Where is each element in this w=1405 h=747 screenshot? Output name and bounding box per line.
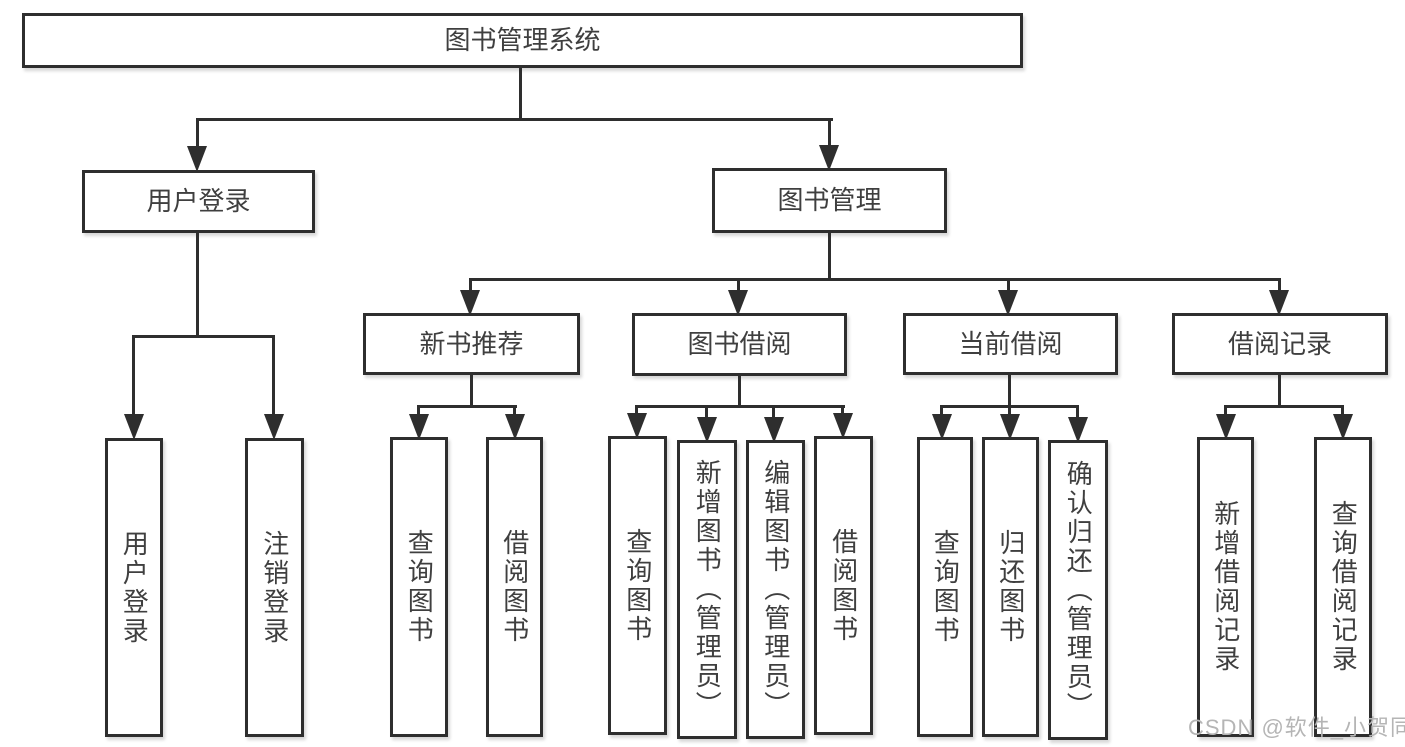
connector-line bbox=[772, 405, 775, 417]
connector-line bbox=[196, 118, 833, 121]
connector-line bbox=[469, 278, 1281, 281]
connector-line bbox=[1224, 405, 1227, 417]
arrow-down-icon bbox=[1333, 414, 1353, 440]
connector-line bbox=[738, 376, 741, 408]
leaf-cb-confirm-return-admin: 确认归还（管理员） bbox=[1048, 440, 1108, 740]
connector-line bbox=[828, 118, 831, 148]
connector-line bbox=[705, 405, 708, 417]
connector-line bbox=[196, 118, 199, 150]
watermark: CSDN @软件_小贺同学 bbox=[1188, 715, 1405, 740]
connector-line bbox=[272, 335, 275, 417]
leaf-nr-query-book: 查询图书 bbox=[390, 437, 448, 737]
arrow-down-icon bbox=[833, 413, 853, 439]
arrow-down-icon bbox=[460, 290, 480, 316]
arrow-down-icon bbox=[819, 145, 839, 171]
connector-line bbox=[1008, 375, 1011, 408]
connector-line bbox=[196, 231, 199, 337]
arrow-down-icon bbox=[1269, 290, 1289, 316]
connector-line bbox=[1076, 405, 1079, 417]
arrow-down-icon bbox=[409, 414, 429, 440]
leaf-bb-query-book: 查询图书 bbox=[608, 436, 667, 735]
connector-line bbox=[417, 405, 420, 417]
node-user-login: 用户登录 bbox=[82, 170, 315, 233]
leaf-bb-borrow-book: 借阅图书 bbox=[814, 436, 873, 735]
leaf-bb-add-book-admin: 新增图书（管理员） bbox=[677, 440, 737, 739]
node-library-system: 图书管理系统 bbox=[22, 13, 1023, 68]
node-borrowing-records: 借阅记录 bbox=[1172, 313, 1388, 375]
connector-line bbox=[828, 231, 831, 280]
arrow-down-icon bbox=[764, 417, 784, 443]
leaf-br-add-record: 新增借阅记录 bbox=[1197, 437, 1254, 737]
connector-line bbox=[519, 68, 522, 121]
connector-line bbox=[635, 405, 638, 417]
node-new-book-recommend: 新书推荐 bbox=[363, 313, 580, 375]
arrow-down-icon bbox=[697, 417, 717, 443]
arrow-down-icon bbox=[1216, 414, 1236, 440]
connector-line bbox=[1278, 375, 1281, 408]
connector-line bbox=[132, 335, 275, 338]
arrow-down-icon bbox=[187, 146, 207, 172]
arrow-down-icon bbox=[264, 414, 284, 440]
leaf-nr-borrow-book: 借阅图书 bbox=[486, 437, 543, 737]
arrow-down-icon bbox=[998, 290, 1018, 316]
connector-line bbox=[132, 335, 135, 417]
connector-line bbox=[470, 375, 473, 408]
connector-line bbox=[1008, 405, 1011, 417]
arrow-down-icon bbox=[1068, 417, 1088, 443]
arrow-down-icon bbox=[505, 414, 525, 440]
leaf-br-query-record: 查询借阅记录 bbox=[1314, 437, 1372, 737]
connector-line bbox=[513, 405, 516, 417]
node-book-borrowing: 图书借阅 bbox=[632, 313, 847, 376]
node-book-management: 图书管理 bbox=[712, 168, 947, 233]
connector-line bbox=[1224, 405, 1344, 408]
connector-line bbox=[940, 405, 943, 417]
node-current-borrowing: 当前借阅 bbox=[903, 313, 1118, 375]
connector-line bbox=[1007, 278, 1010, 294]
leaf-cb-query-book: 查询图书 bbox=[917, 437, 973, 737]
connector-line bbox=[841, 405, 844, 417]
arrow-down-icon bbox=[1000, 414, 1020, 440]
connector-line bbox=[1278, 278, 1281, 294]
arrow-down-icon bbox=[124, 414, 144, 440]
connector-line bbox=[737, 278, 740, 294]
arrow-down-icon bbox=[627, 413, 647, 439]
leaf-user-login: 用户登录 bbox=[105, 438, 163, 737]
leaf-logout-login: 注销登录 bbox=[245, 438, 304, 737]
arrow-down-icon bbox=[932, 414, 952, 440]
connector-line bbox=[635, 405, 845, 408]
connector-line bbox=[469, 278, 472, 294]
arrow-down-icon bbox=[728, 290, 748, 316]
connector-line bbox=[417, 405, 517, 408]
connector-line bbox=[1341, 405, 1344, 417]
leaf-bb-edit-book-admin: 编辑图书（管理员） bbox=[746, 440, 805, 739]
leaf-cb-return-book: 归还图书 bbox=[982, 437, 1039, 737]
